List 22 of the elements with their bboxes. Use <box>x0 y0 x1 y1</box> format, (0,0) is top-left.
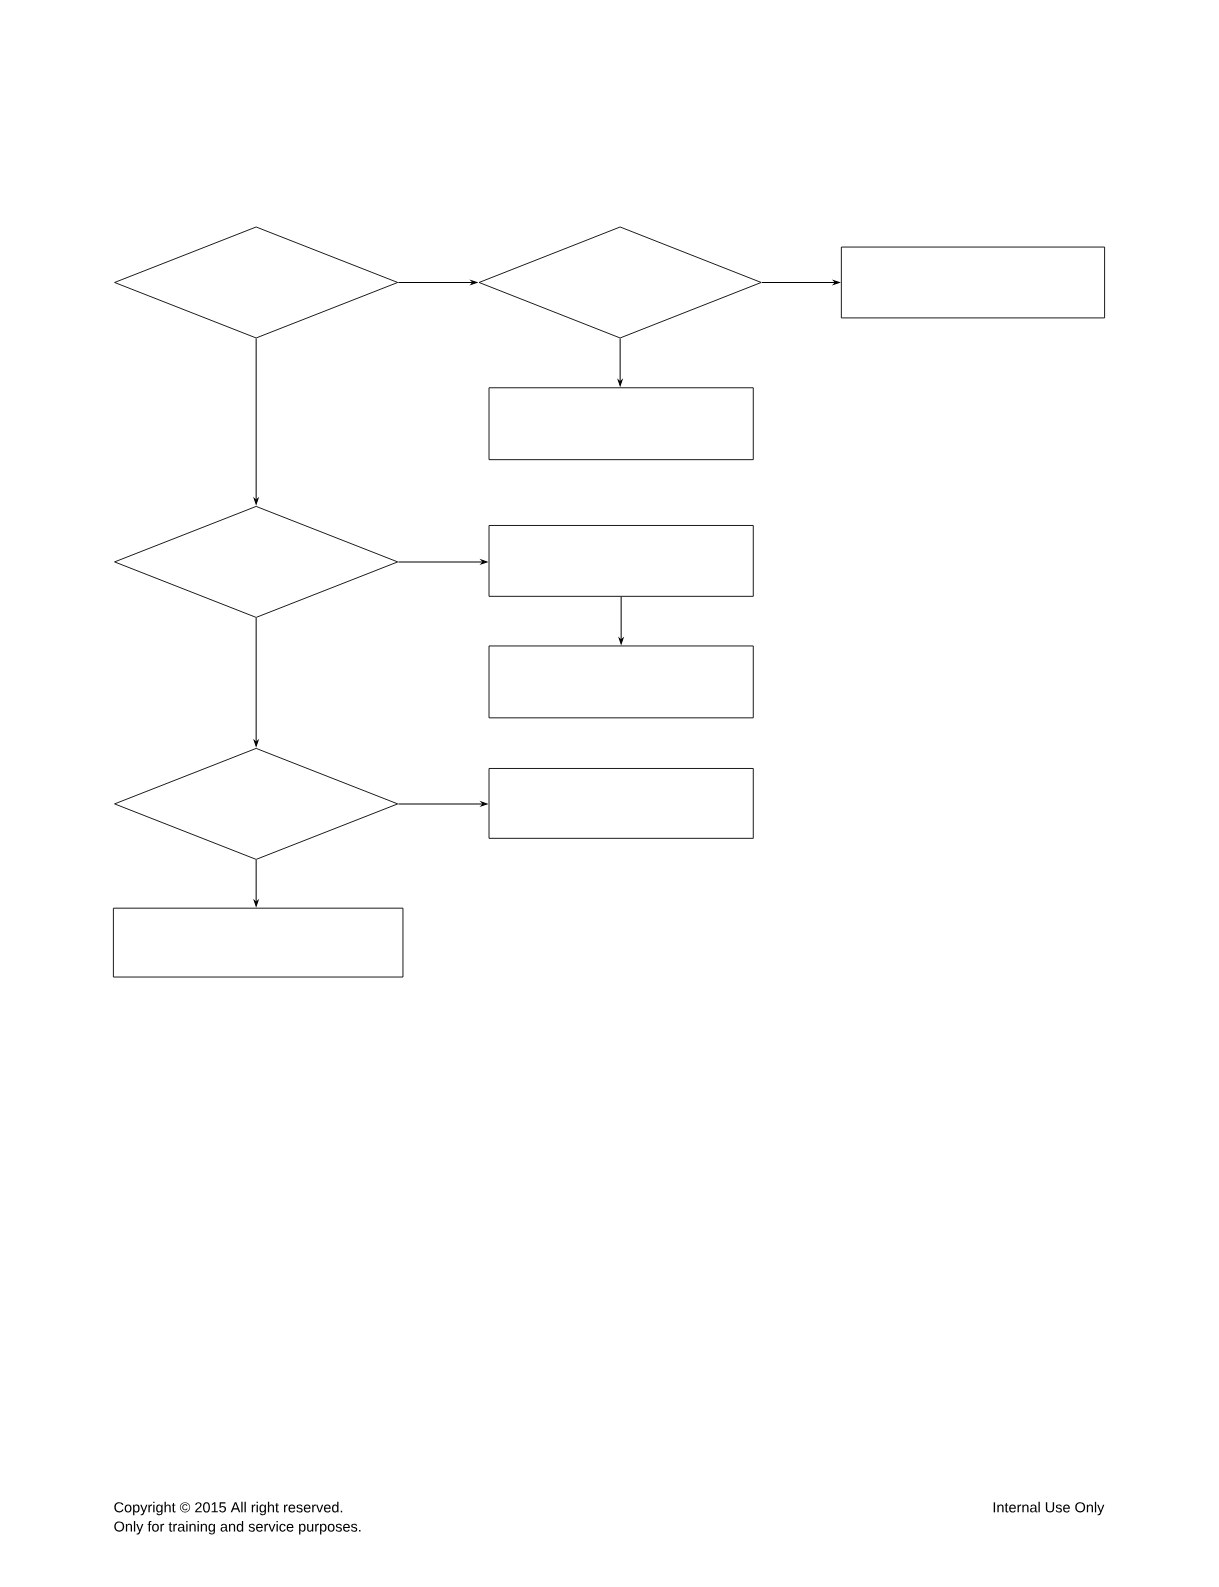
arrow <box>397 280 478 285</box>
decision-diamond <box>114 747 399 860</box>
arrow <box>253 859 259 907</box>
process-box <box>840 246 1106 319</box>
process-box <box>488 768 754 839</box>
decision-diamond <box>114 505 399 618</box>
process-box <box>488 387 754 461</box>
arrow <box>253 338 259 505</box>
process-box <box>112 907 404 978</box>
decision-diamond <box>478 226 762 339</box>
process-box <box>488 525 754 597</box>
process-box <box>488 645 754 719</box>
arrow <box>253 617 259 747</box>
footer-text: Copyright © 2015 All right reserved. <box>114 1501 343 1516</box>
footer-text: Only for training and service purposes. <box>114 1521 361 1535</box>
decision-diamond <box>114 226 399 339</box>
arrow <box>397 559 488 565</box>
footer-text: Internal Use Only <box>993 1501 1105 1516</box>
arrow <box>761 280 840 285</box>
arrow <box>617 338 623 387</box>
arrow <box>618 596 624 645</box>
arrow <box>397 801 488 807</box>
